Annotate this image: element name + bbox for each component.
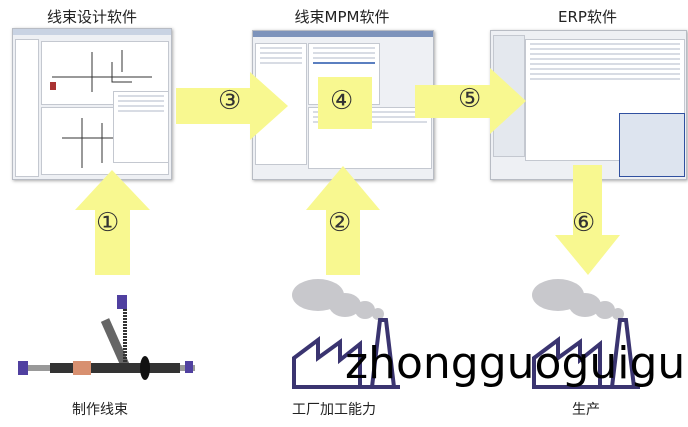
step-2: ② — [328, 208, 352, 238]
label-make-harness: 制作线束 — [72, 402, 128, 418]
step-4: ④ — [330, 86, 354, 116]
title-design-software: 线束设计软件 — [46, 8, 137, 26]
watermark: zhongguoguigu — [345, 338, 686, 389]
design-software-screenshot — [12, 28, 172, 180]
title-mpm-software: 线束MPM软件 — [294, 8, 390, 26]
wire-harness-illustration — [18, 295, 195, 380]
step-1: ① — [96, 208, 120, 238]
label-production: 生产 — [572, 402, 600, 418]
arrow-5-right — [415, 68, 526, 134]
arrow-6-down — [555, 165, 620, 275]
production-factory-icon — [532, 279, 640, 389]
label-factory-capacity: 工厂加工能力 — [292, 402, 376, 418]
factory-icon — [292, 279, 400, 389]
step-3: ③ — [218, 86, 242, 116]
step-4-box — [318, 77, 372, 129]
title-erp-software: ERP软件 — [558, 8, 617, 26]
arrow-2-up — [306, 166, 380, 275]
step-6: ⑥ — [572, 208, 596, 238]
step-5: ⑤ — [458, 84, 482, 114]
arrow-1-up — [75, 170, 150, 275]
arrow-3-right — [176, 72, 288, 140]
